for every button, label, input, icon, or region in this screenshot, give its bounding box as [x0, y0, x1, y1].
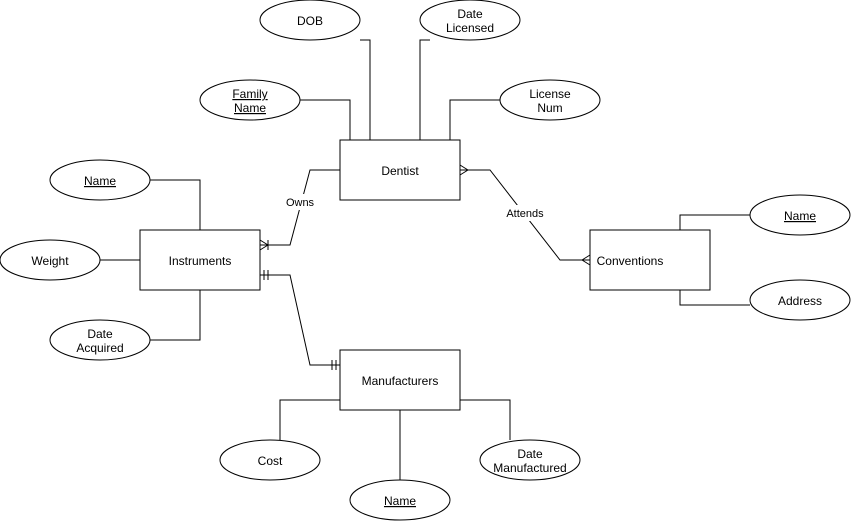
attribute-ellipse — [749, 279, 851, 321]
connector-date-acquired — [150, 290, 201, 341]
attends-conv-crow-top — [581, 254, 591, 261]
attribute-license-num[interactable]: License Num — [499, 79, 601, 121]
connector-license-num — [449, 99, 500, 140]
attribute-label: DOB — [297, 14, 323, 28]
owns-crowfoot-top — [259, 239, 269, 246]
attends-conv-crow-bottom — [581, 259, 591, 266]
connector-date-licensed — [419, 39, 430, 140]
attribute-connectors — [100, 39, 750, 480]
attribute-dob[interactable]: DOB — [259, 0, 361, 41]
attribute-label-line-1: Date — [87, 327, 113, 341]
entity-instruments[interactable]: Instruments — [139, 229, 261, 291]
attribute-ellipse — [419, 0, 521, 41]
entity-label: Instruments — [169, 254, 232, 268]
attribute-date-manufactured[interactable]: Date Manufactured — [479, 439, 581, 481]
attribute-date-licensed[interactable]: Date Licensed — [419, 0, 521, 41]
attends-dentist-crow-bottom — [459, 169, 469, 176]
connector-address — [679, 290, 750, 306]
entity-label: Manufacturers — [362, 374, 439, 388]
entity-label: Conventions — [597, 254, 664, 268]
connector-conv-name — [679, 214, 750, 230]
attribute-convention-name[interactable]: Name — [749, 194, 851, 236]
attends-label: Attends — [506, 208, 544, 220]
attribute-label: Name — [784, 209, 816, 223]
attribute-ellipse — [749, 194, 851, 236]
attribute-label-line-1: Date — [517, 447, 543, 461]
connector-family-name — [300, 99, 351, 140]
attribute-label-line-1: Date — [457, 7, 483, 21]
attribute-manufacturer-name[interactable]: Name — [349, 479, 451, 521]
owns-label: Owns — [286, 197, 315, 209]
entity-dentist[interactable]: Dentist — [339, 139, 461, 201]
entity-conventions[interactable]: Conventions — [589, 229, 711, 291]
attribute-label: Address — [778, 294, 822, 308]
connector-cost — [279, 399, 340, 440]
connector-date-manufactured — [460, 399, 511, 440]
attribute-label-line-2: Num — [537, 101, 562, 115]
attribute-label: Weight — [31, 254, 69, 268]
entity-label: Dentist — [381, 164, 419, 178]
entity-box — [589, 229, 711, 291]
attribute-label: Cost — [258, 454, 283, 468]
attribute-label-line-1: License — [529, 87, 571, 101]
attribute-ellipse — [49, 319, 151, 361]
attribute-label-line-2: Licensed — [446, 21, 494, 35]
attribute-address[interactable]: Address — [749, 279, 851, 321]
attribute-ellipse — [219, 439, 321, 481]
attends-dentist-crow-top — [459, 164, 469, 171]
entity-box — [339, 349, 461, 411]
attribute-ellipse — [49, 159, 151, 201]
attribute-instrument-name[interactable]: Name — [49, 159, 151, 201]
instr-manu-line — [260, 274, 340, 366]
attribute-label-line-1: Family — [232, 87, 267, 101]
entity-box — [339, 139, 461, 201]
attribute-label: Name — [84, 174, 116, 188]
owns-label-bg — [280, 194, 320, 210]
attribute-label-line-2: Manufactured — [493, 461, 566, 475]
owns-crowfoot-bottom — [259, 244, 269, 251]
attribute-family-name[interactable]: Family Name — [199, 79, 301, 121]
attribute-label-line-2: Acquired — [76, 341, 123, 355]
attribute-ellipse — [259, 0, 361, 41]
attribute-label-line-2: Name — [234, 101, 266, 115]
attribute-ellipse — [499, 79, 601, 121]
attends-label-bg — [502, 205, 548, 221]
attribute-ellipse — [199, 79, 301, 121]
entity-box — [139, 229, 261, 291]
attribute-ellipse — [349, 479, 451, 521]
entity-manufacturers[interactable]: Manufacturers — [339, 349, 461, 411]
attribute-label: Name — [384, 494, 416, 508]
attribute-weight[interactable]: Weight — [0, 239, 101, 281]
connector-dob — [360, 39, 371, 140]
connector-instr-name — [150, 179, 201, 230]
attribute-date-acquired[interactable]: Date Acquired — [49, 319, 151, 361]
attribute-cost[interactable]: Cost — [219, 439, 321, 481]
attribute-ellipse — [0, 239, 101, 281]
attribute-ellipse — [479, 439, 581, 481]
relationship-labels: Owns Attends — [280, 194, 548, 221]
